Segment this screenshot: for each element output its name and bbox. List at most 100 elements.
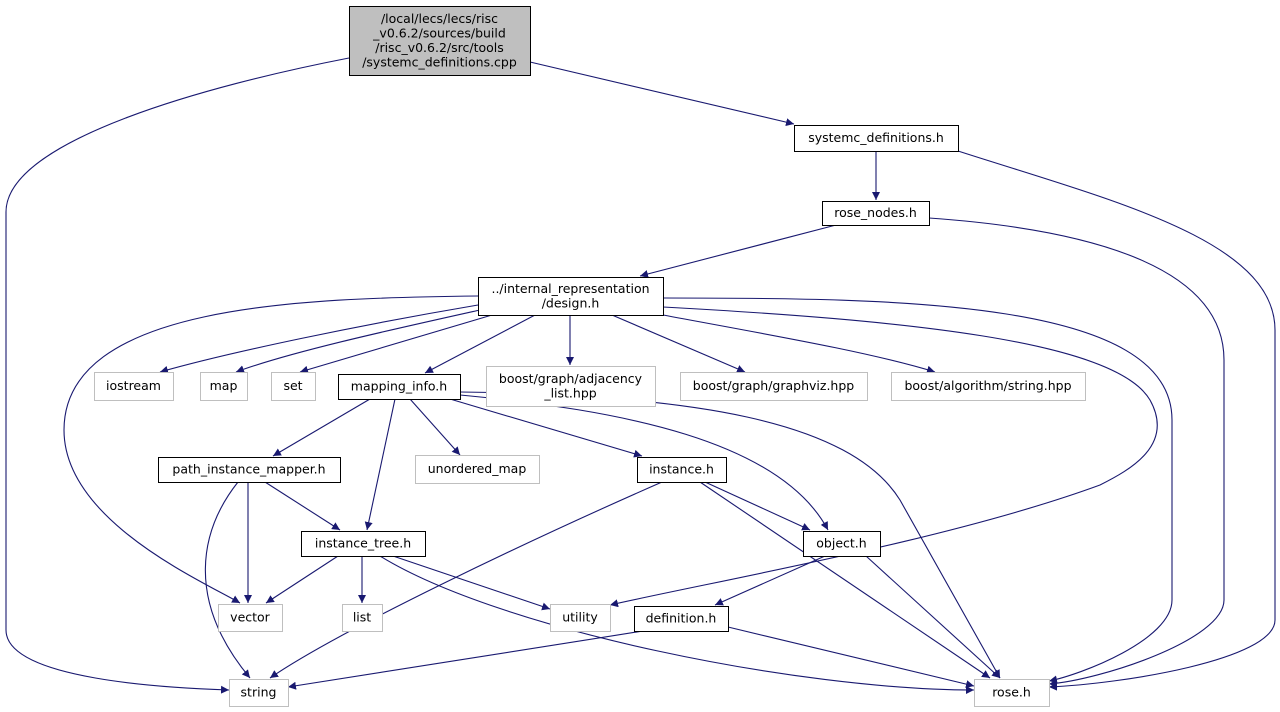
node-systemc_definitions_h[interactable]: systemc_definitions.h — [794, 125, 959, 152]
node-label: vector — [230, 610, 271, 625]
node-box — [637, 457, 727, 483]
edge-line — [409, 398, 461, 456]
edge-path_instance_mapper_h-to-instance_tree_h — [264, 481, 341, 531]
node-box — [342, 604, 383, 632]
edge-definition_h-to-rose_h — [727, 626, 975, 689]
node-label: definition.h — [646, 611, 717, 626]
edge-instance_h-to-rose_h — [699, 481, 991, 679]
node-label: string — [241, 685, 277, 700]
node-box — [158, 457, 341, 483]
node-path_instance_mapper_h[interactable]: path_instance_mapper.h — [158, 457, 341, 483]
node-string_hpp: boost/algorithm/string.hpp — [891, 372, 1086, 401]
edge-line — [299, 314, 493, 374]
edge-root-to-systemc_definitions_h — [529, 61, 795, 127]
edge-line — [264, 481, 341, 531]
edge-design_h-to-graphviz_hpp — [611, 314, 746, 373]
edge-line — [159, 304, 479, 374]
node-box — [229, 679, 289, 707]
node-mapping_info_h[interactable]: mapping_info.h — [338, 374, 461, 400]
node-label: set — [283, 378, 302, 393]
edge-object_h-to-rose_h — [865, 555, 1001, 679]
edge-line — [63, 295, 479, 604]
node-list: list — [342, 604, 383, 632]
node-rose_h: rose.h — [974, 679, 1050, 707]
node-label: _list.hpp — [543, 385, 596, 400]
node-label: boost/algorithm/string.hpp — [904, 378, 1071, 393]
node-box — [794, 125, 959, 152]
node-map: map — [200, 372, 248, 401]
edge-mapping_info_h-to-instance_tree_h — [364, 398, 396, 531]
edge-systemc_definitions_h-to-rose_h — [957, 150, 1276, 691]
edge-line — [449, 398, 643, 458]
edge-instance_tree_h-to-vector — [265, 555, 339, 604]
edge-line — [639, 224, 837, 278]
edge-object_h-to-definition_h — [714, 555, 826, 606]
edge-rose_nodes_h-to-rose_h — [928, 217, 1225, 688]
node-rose_nodes_h[interactable]: rose_nodes.h — [822, 201, 930, 226]
edge-design_h-to-mapping_info_h — [424, 314, 536, 374]
edge-instance_h-to-string — [269, 481, 663, 679]
node-label: boost/graph/graphviz.hpp — [693, 378, 855, 393]
edge-line — [424, 314, 536, 374]
node-graphviz_hpp: boost/graph/graphviz.hpp — [680, 372, 868, 401]
node-box — [891, 372, 1086, 401]
edge-line — [727, 626, 975, 689]
node-label: mapping_info.h — [351, 379, 447, 394]
edge-definition_h-to-string — [287, 630, 644, 690]
node-box — [822, 201, 930, 226]
node-label: iostream — [106, 378, 161, 393]
node-adjacency_list: boost/graph/adjacency_list.hpp — [486, 366, 656, 407]
node-definition_h[interactable]: definition.h — [634, 606, 729, 632]
nodes-layer: /local/lecs/lecs/risc_v0.6.2/sources/bui… — [94, 6, 1086, 707]
node-object_h[interactable]: object.h — [803, 531, 881, 557]
edge-instance_tree_h-to-utility — [392, 555, 551, 611]
node-box — [803, 531, 881, 557]
node-box — [680, 372, 868, 401]
edge-line — [957, 150, 1276, 691]
node-label: unordered_map — [428, 461, 527, 476]
node-label: rose_nodes.h — [834, 205, 917, 220]
node-label: object.h — [816, 536, 866, 551]
node-label: path_instance_mapper.h — [172, 462, 325, 477]
node-box — [94, 372, 174, 401]
edge-design_h-to-rose_h — [662, 297, 1173, 684]
node-label: boost/graph/adjacency — [499, 371, 643, 386]
edge-line — [5, 57, 350, 694]
node-label: utility — [562, 610, 598, 625]
node-design_h[interactable]: ../internal_representation/design.h — [478, 277, 664, 316]
edge-line — [265, 555, 339, 604]
node-root[interactable]: /local/lecs/lecs/risc_v0.6.2/sources/bui… — [349, 6, 531, 76]
node-label: instance.h — [649, 462, 714, 477]
node-string: string — [229, 679, 289, 707]
node-instance_tree_h[interactable]: instance_tree.h — [301, 531, 426, 557]
node-label: /systemc_definitions.cpp — [362, 54, 517, 69]
node-label: /local/lecs/lecs/risc — [381, 11, 498, 26]
edge-line — [272, 398, 371, 457]
edge-line — [704, 481, 811, 531]
node-box — [338, 374, 461, 400]
node-label: instance_tree.h — [315, 536, 411, 551]
edge-mapping_info_h-to-rose_h — [459, 391, 1001, 679]
node-utility: utility — [550, 604, 611, 632]
edge-design_h-to-map — [235, 309, 481, 373]
edge-line — [287, 630, 644, 690]
node-box — [415, 455, 540, 484]
node-label: rose.h — [992, 685, 1031, 700]
node-box — [974, 679, 1050, 707]
edge-path_instance_mapper_h-to-string — [204, 481, 251, 679]
edge-instance_h-to-object_h — [704, 481, 811, 531]
edge-design_h-to-set — [299, 314, 493, 374]
node-box — [486, 366, 656, 407]
edge-design_h-to-iostream — [159, 304, 479, 374]
node-box — [271, 372, 316, 401]
edge-design_h-to-string_hpp — [662, 314, 936, 374]
edge-root-to-string — [5, 57, 350, 694]
edge-line — [609, 306, 1158, 608]
node-label: /design.h — [542, 295, 600, 310]
node-instance_h[interactable]: instance.h — [637, 457, 727, 483]
edge-line — [714, 555, 826, 606]
node-box — [550, 604, 611, 632]
node-label: systemc_definitions.h — [808, 130, 944, 145]
edge-line — [529, 61, 795, 127]
node-box — [218, 604, 283, 632]
